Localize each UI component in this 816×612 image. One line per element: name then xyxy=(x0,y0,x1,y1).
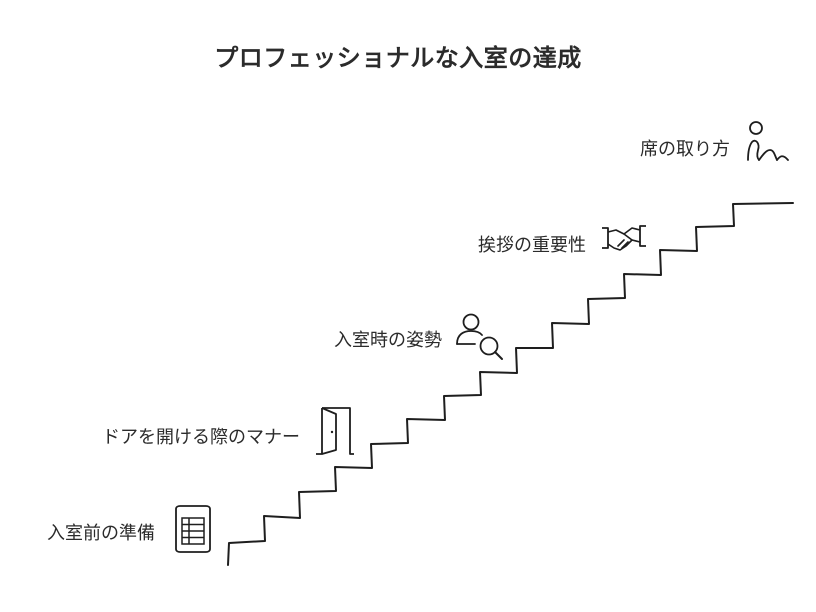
step-label-entry-posture: 入室時の姿勢 xyxy=(334,330,442,351)
step-label-preparation: 入室前の準備 xyxy=(47,523,155,544)
sitting-person-icon xyxy=(742,120,792,166)
step-label-door-manners: ドアを開ける際のマナー xyxy=(102,427,300,448)
door-icon xyxy=(314,406,358,456)
document-icon xyxy=(173,505,213,553)
handshake-icon xyxy=(600,220,648,256)
user-search-icon xyxy=(455,312,507,362)
step-label-greeting-importance: 挨拶の重要性 xyxy=(478,235,586,256)
diagram-title: プロフェッショナルな入室の達成 xyxy=(214,44,582,72)
step-label-seating: 席の取り方 xyxy=(640,139,730,160)
